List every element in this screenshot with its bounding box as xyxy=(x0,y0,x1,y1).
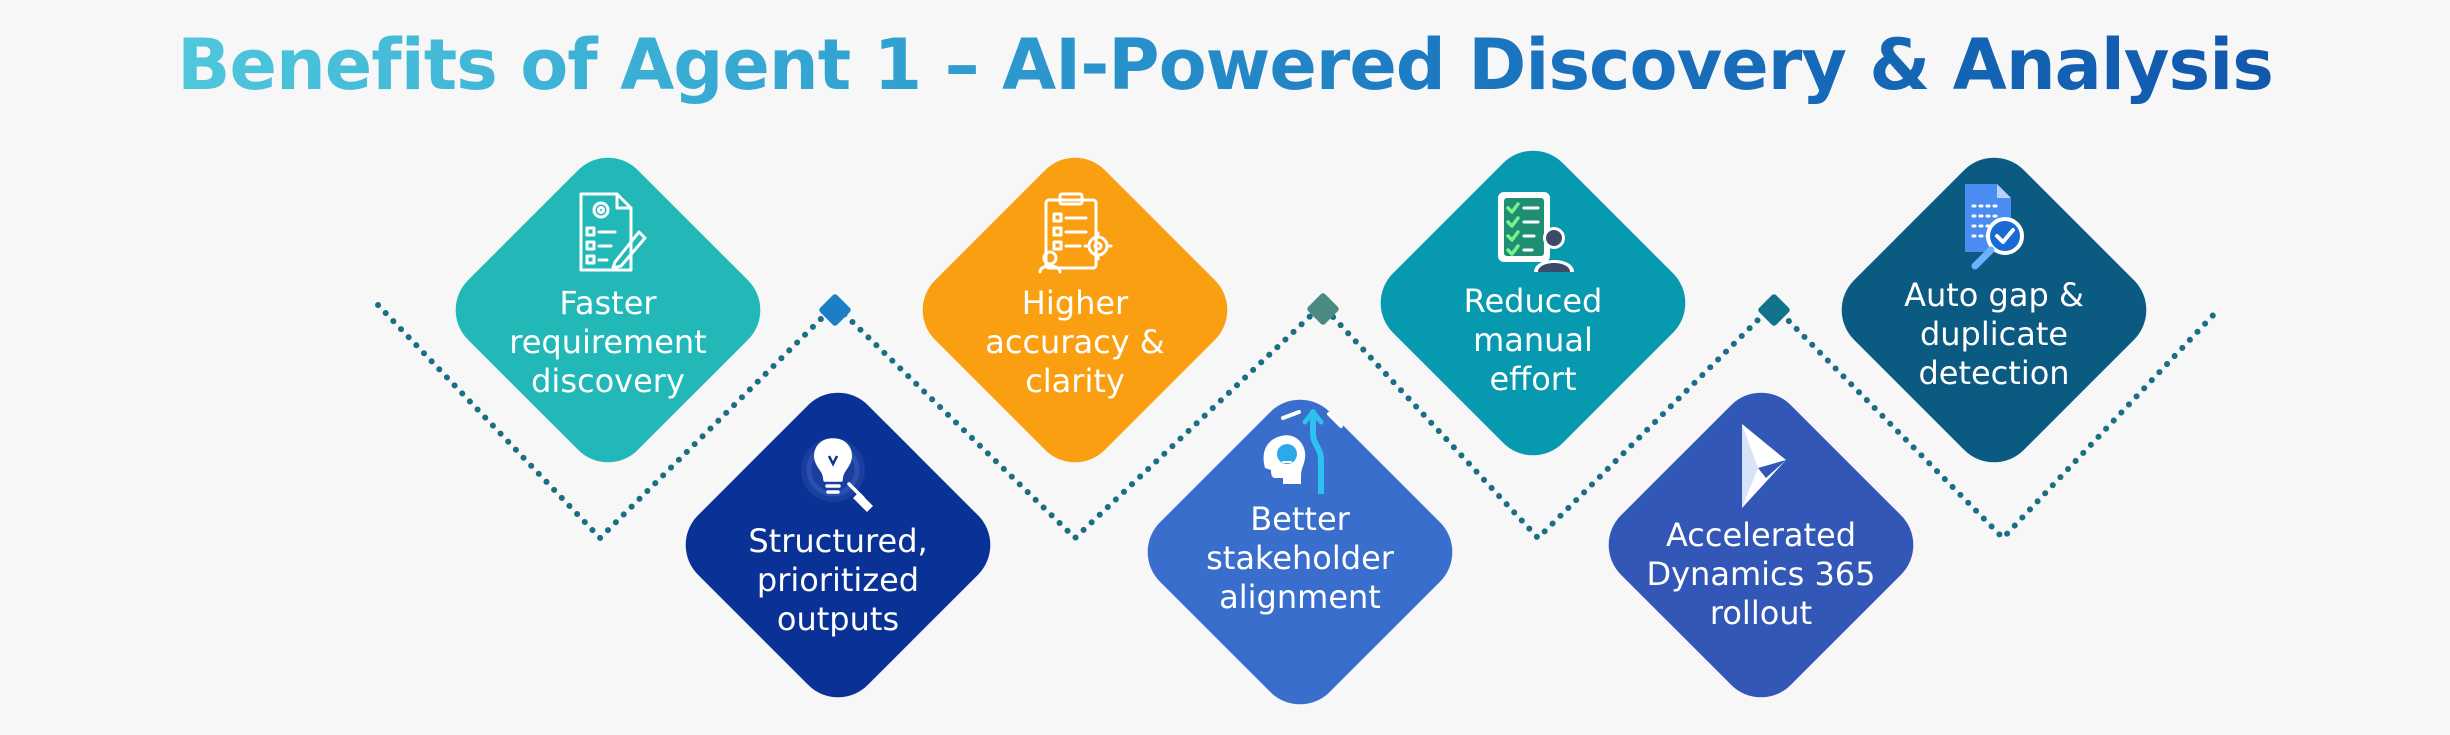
head-lightbulb-arrows-icon xyxy=(1263,409,1343,494)
dynamics-365-logo-icon xyxy=(1742,424,1786,508)
checklist-user-icon xyxy=(1498,192,1574,272)
benefit-label: Structured, prioritized outputs xyxy=(748,522,928,638)
benefit-label: Reduced manual effort xyxy=(1463,282,1603,398)
benefit-label: Accelerated Dynamics 365 rollout xyxy=(1646,516,1876,632)
benefit-card-accelerated-rollout: Accelerated Dynamics 365 rollout xyxy=(1611,420,1911,633)
document-magnifier-check-icon xyxy=(1965,184,2024,270)
benefit-label: Better stakeholder alignment xyxy=(1206,500,1394,616)
benefit-label: Auto gap & duplicate detection xyxy=(1904,276,2084,392)
benefit-label: Higher accuracy & clarity xyxy=(985,284,1165,400)
lightbulb-search-icon xyxy=(801,438,873,512)
benefit-card-structured-outputs: Structured, prioritized outputs xyxy=(688,426,988,639)
benefit-card-reduced-effort: Reduced manual effort xyxy=(1383,186,1683,399)
clipboard-checklist-icon xyxy=(1038,192,1113,274)
benefit-label: Faster requirement discovery xyxy=(509,284,707,400)
page-title: Benefits of Agent 1 – AI-Powered Discove… xyxy=(0,18,2450,112)
benefit-card-stakeholder-alignment: Better stakeholder alignment xyxy=(1150,404,1450,617)
document-gear-checklist-icon xyxy=(579,192,647,272)
benefit-card-higher-accuracy: Higher accuracy & clarity xyxy=(925,188,1225,401)
benefit-card-gap-detection: Auto gap & duplicate detection xyxy=(1844,180,2144,393)
benefit-card-faster-discovery: Faster requirement discovery xyxy=(458,188,758,401)
